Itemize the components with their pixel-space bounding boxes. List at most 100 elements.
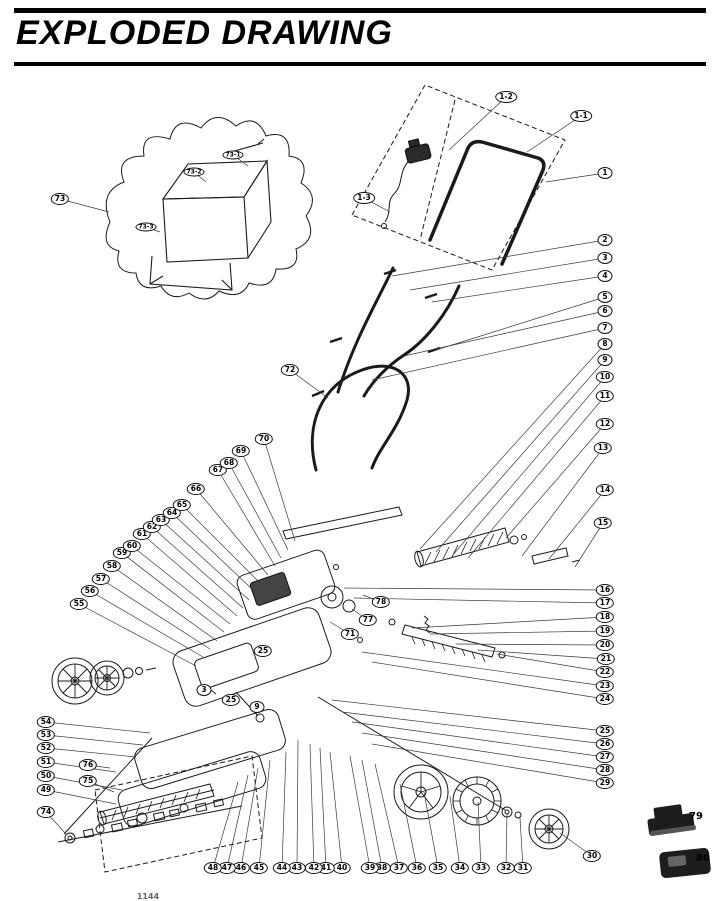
callout-59-69: 59 [112,547,132,559]
callout-40-47: 40 [332,862,352,874]
leader-line-71-81 [329,621,351,635]
callout-50-60: 50 [36,770,56,782]
leader-line-56-66 [89,590,204,658]
upper-handle-panel [351,84,566,271]
leader-line-58-68 [111,565,218,642]
leader-line-1-3-3 [363,197,391,213]
leader-line-22-29 [496,653,606,673]
callout-9-87: 9 [249,701,265,713]
callout-33-40: 33 [471,862,491,874]
callout-70-80: 70 [254,433,274,445]
leader-line-65-75 [181,504,262,585]
leader-line-6-13 [403,310,606,357]
axle-parts-group [57,798,243,844]
blade-roller-group [333,527,581,570]
leader-line-1-1-1 [526,115,582,153]
leader-line-67-77 [217,469,276,567]
leader-line-73-2-6 [193,171,207,183]
leader-line-60-70 [131,545,231,625]
leader-line-68-78 [228,462,282,559]
leader-line-39-46 [349,755,371,869]
leader-line-73-1-5 [232,154,249,167]
callout-71-81: 71 [340,628,360,640]
leader-line-11-18 [467,395,606,559]
leader-line-20-27 [455,643,606,646]
page-title: EXPLODED DRAWING [16,14,393,52]
leader-line-7-14 [371,327,606,381]
leader-line-15-22 [574,522,604,568]
callout-67-77: 67 [208,464,228,476]
leader-line-30-37 [559,832,593,857]
lower-handle-group [310,266,461,472]
deck-group [63,607,506,835]
leader-line-49-61 [45,789,117,805]
callout-1-2: 1 [597,167,613,179]
callout-1-3-3: 1-3 [353,192,375,204]
callout-51-59: 51 [36,756,56,768]
leader-line-9-16 [435,359,606,553]
leader-line-74-64 [45,811,67,835]
leader-line-26-33 [341,711,606,745]
leader-line-10-17 [451,376,606,557]
callout-25-32: 25 [595,725,615,737]
leader-line-72-8 [289,369,329,399]
callout-61-71: 61 [132,528,152,540]
callout-77-82: 77 [358,614,378,626]
leader-line-53-57 [45,734,144,746]
leader-line-59-69 [121,552,225,633]
title-rule-bottom [14,62,706,66]
leader-line-52-58 [45,747,137,758]
title-rule-top [14,8,706,13]
callout-65-75: 65 [172,499,192,511]
leader-line-18-25 [411,616,606,629]
leader-line-38-45 [361,759,383,869]
callout-58-68: 58 [102,560,122,572]
callout-55-65: 55 [69,598,89,610]
leader-line-8-15 [419,343,606,550]
callout-62-72: 62 [142,521,162,533]
leader-line-36-43 [399,783,418,869]
callout-29-36: 29 [595,777,615,789]
callout-1-2-0: 1-2 [495,91,517,103]
leader-line-51-59 [45,761,117,773]
callout-63-73: 63 [151,514,171,526]
callout-60-70: 60 [122,540,142,552]
leader-line-37-44 [374,763,400,869]
callout-32-39: 32 [496,862,516,874]
leader-line-1-2 [545,172,606,183]
callout-14-21: 14 [595,484,615,496]
leader-line-48-55 [212,781,239,869]
leader-line-32-39 [505,812,508,869]
callout-53-57: 53 [36,729,56,741]
callout-56-66: 56 [80,585,100,597]
leader-line-12-19 [505,423,606,539]
leader-line-78-83 [362,594,382,603]
leader-line-33-40 [477,801,482,869]
callout-75-63: 75 [78,775,98,787]
leader-line-23-30 [361,651,606,687]
leader-line-41-48 [319,747,327,869]
grass-bag-cloud [105,117,313,300]
callout-25-85: 25 [221,694,241,706]
leader-line-46-53 [240,767,259,869]
callout-44-51: 44 [272,862,292,874]
callout-73-1-5: 73-1 [222,150,244,160]
callout-76-62: 76 [78,759,98,771]
support-channel [282,506,403,540]
callout-46-53: 46 [231,862,251,874]
leader-line-44-51 [281,751,287,869]
leader-line-1-2-0 [448,96,507,151]
leader-line-5-12 [435,296,606,351]
callout-31-38: 31 [513,862,533,874]
callout-30-37: 30 [582,850,602,862]
callout-37-44: 37 [389,862,409,874]
leader-line-61-71 [141,533,238,617]
callout-12-19: 12 [595,418,615,430]
motor-cover-group [236,549,396,643]
callout-48-55: 48 [203,862,223,874]
callout-57-67: 57 [91,573,111,585]
lower-housing-group [94,708,286,873]
leader-line-4-11 [431,275,606,303]
part-label-79-88: 79 [689,811,703,822]
